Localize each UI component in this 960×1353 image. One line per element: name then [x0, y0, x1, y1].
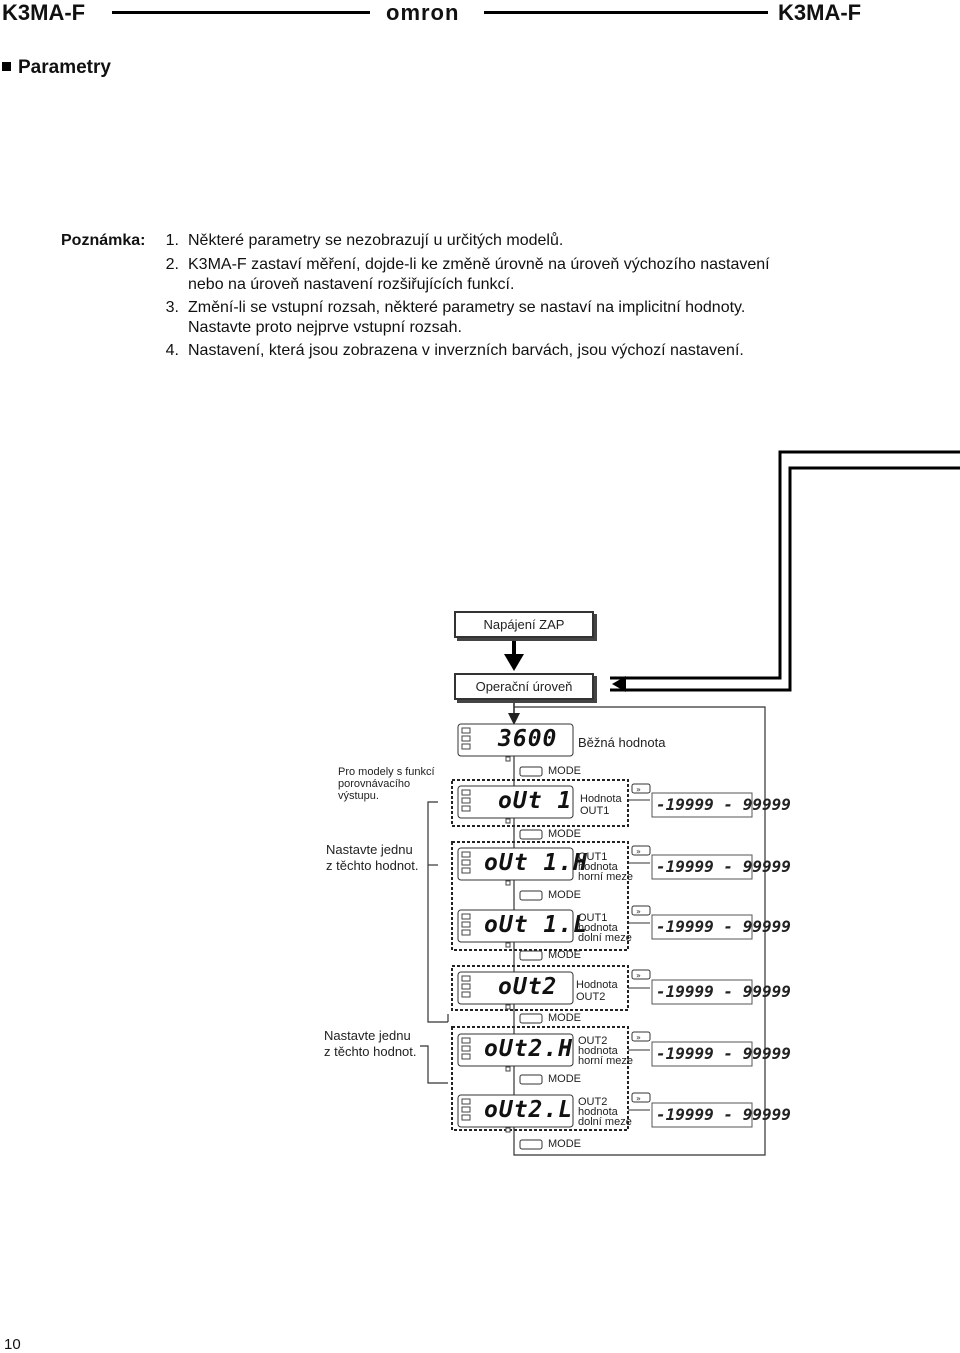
svg-text:»: »	[636, 1033, 641, 1042]
operation-level-box: Operační úroveň	[454, 673, 594, 700]
svg-text:»: »	[636, 1094, 641, 1103]
set-one-a-line2: z těchto hodnot.	[326, 858, 419, 873]
param-label: OUT2	[576, 991, 606, 1003]
mode-label: MODE	[548, 949, 581, 961]
note-1-num: 1.	[165, 232, 179, 249]
set-one-a-line1: Nastavte jednu	[326, 842, 413, 857]
lcd-out1-low: oUt 1.L	[484, 912, 588, 938]
note-2-line1: K3MA-F zastaví měření, dojde-li ke změně…	[188, 256, 770, 273]
omron-logo: omron	[386, 0, 460, 25]
param-label: hodnota	[578, 1045, 618, 1057]
param-label: dolní meze	[578, 932, 632, 944]
page-number: 10	[4, 1336, 21, 1353]
lcd-out2-low: oUt2.L	[484, 1097, 574, 1123]
param-label: hodnota	[578, 922, 618, 934]
power-on-box: Napájení ZAP	[454, 611, 594, 638]
note-3-line2: Nastavte proto nejprve vstupní rozsah.	[188, 319, 462, 336]
comparative-note-line2: porovnávacího	[338, 778, 411, 790]
header-model-left: K3MA-F	[2, 0, 86, 25]
comparative-note-line1: Pro modely s funkcí	[338, 766, 435, 778]
range-display: -19999 - 99999	[656, 1044, 791, 1063]
svg-text:»: »	[636, 847, 641, 856]
param-label: OUT1	[578, 912, 608, 924]
note-1-text: Některé parametry se nezobrazují u určit…	[188, 232, 564, 249]
mode-label: MODE	[548, 1073, 581, 1085]
header-rule-left	[112, 11, 370, 14]
param-label: OUT1	[580, 805, 610, 817]
mode-label: MODE	[548, 765, 581, 777]
svg-text:»: »	[636, 971, 641, 980]
range-display: -19999 - 99999	[656, 917, 791, 936]
mode-label: MODE	[548, 1138, 581, 1150]
comparative-note-line3: výstupu.	[338, 790, 379, 802]
param-label: OUT2	[578, 1096, 608, 1108]
set-one-b-line2: z těchto hodnot.	[324, 1044, 417, 1059]
notes-label: Poznámka:	[61, 232, 146, 249]
param-label: horní meze	[578, 1055, 634, 1067]
mode-label: MODE	[548, 828, 581, 840]
lcd-current-value: 3600	[498, 726, 558, 752]
param-label: hodnota	[578, 1106, 618, 1118]
svg-text:»: »	[636, 907, 641, 916]
header-rule-right	[484, 11, 768, 14]
param-label: hodnota	[578, 861, 618, 873]
range-display: -19999 - 99999	[656, 795, 791, 814]
square-bullet-icon	[2, 62, 11, 71]
header-model-right: K3MA-F	[778, 0, 862, 25]
note-4-num: 4.	[165, 342, 179, 359]
mode-label: MODE	[548, 889, 581, 901]
range-display: -19999 - 99999	[656, 982, 791, 1001]
svg-text:»: »	[636, 785, 641, 794]
param-label: horní meze	[578, 871, 634, 883]
set-one-b-line1: Nastavte jednu	[324, 1028, 411, 1043]
section-title: Parametry	[2, 57, 111, 79]
note-3-line1: Změní-li se vstupní rozsah, některé para…	[188, 299, 746, 316]
range-display: -19999 - 99999	[656, 857, 791, 876]
note-3-num: 3.	[165, 299, 179, 316]
note-2-num: 2.	[165, 256, 179, 273]
param-label: Hodnota	[580, 793, 622, 805]
current-value-label: Běžná hodnota	[578, 735, 666, 750]
param-label: OUT1	[578, 851, 608, 863]
range-display: -19999 - 99999	[656, 1105, 791, 1124]
lcd-out2-high: oUt2.H	[484, 1036, 574, 1062]
lcd-out1-high: oUt 1.H	[484, 850, 588, 876]
param-label: OUT2	[578, 1035, 608, 1047]
lcd-out2: oUt2	[498, 974, 558, 1000]
note-2-line2: nebo na úroveň nastavení rozšiřujících f…	[188, 276, 515, 293]
param-label: Hodnota	[576, 979, 618, 991]
lcd-out1: oUt 1	[498, 788, 573, 814]
mode-label: MODE	[548, 1012, 581, 1024]
note-4-text: Nastavení, která jsou zobrazena v inverz…	[188, 342, 744, 359]
section-title-text: Parametry	[18, 57, 111, 78]
param-label: dolní meze	[578, 1116, 632, 1128]
